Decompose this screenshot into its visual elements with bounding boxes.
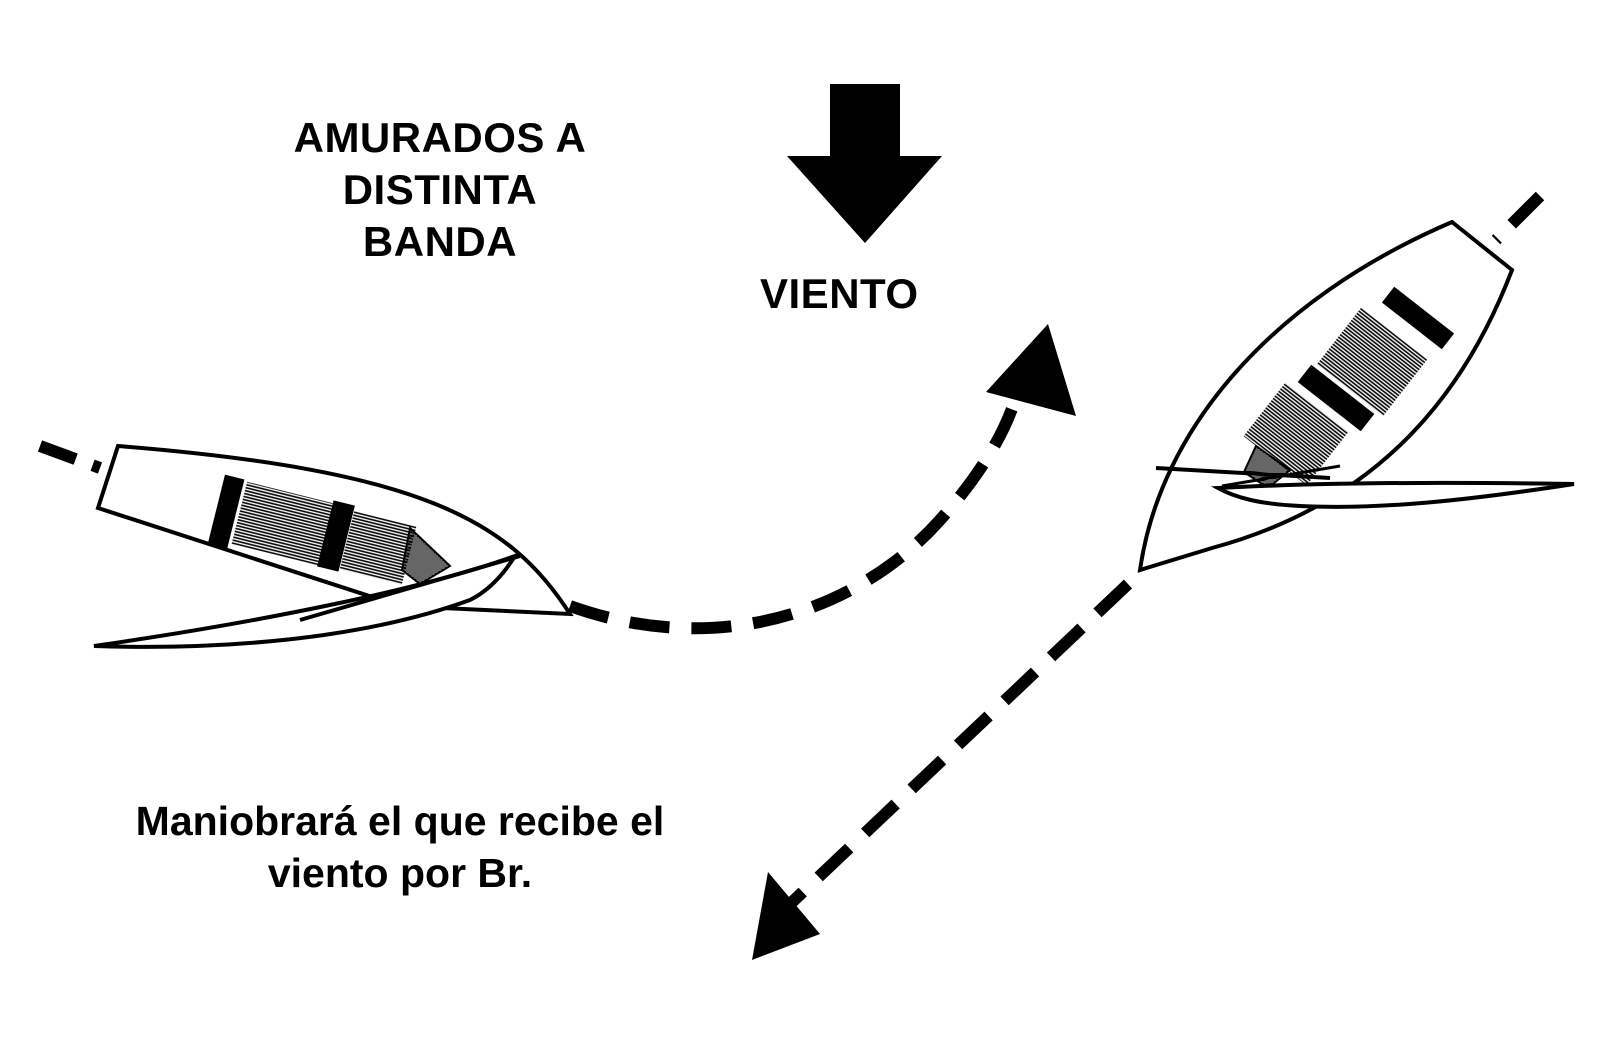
rule-line-2: viento por Br. [267,850,533,896]
right-boat [1137,219,1575,573]
left-boat-wake [37,440,103,474]
left-boat-seat-2 [339,511,417,585]
left-boat [93,443,574,649]
left-boat-course-arrowhead [986,324,1076,416]
right-boat-course-line [783,579,1133,911]
right-boat-thwart-1 [1381,286,1455,350]
wind-arrow [787,84,942,243]
wind-label: VIENTO [760,270,919,317]
right-boat-course-arrowhead [752,872,820,960]
left-boat-thwart-2 [317,500,355,572]
left-boat-curved-path [567,388,1024,635]
left-boat-thwart-1 [207,474,245,550]
wind-arrow-shape [787,84,942,243]
right-boat-seat-2 [1243,382,1349,486]
left-boat-seat-1 [231,481,337,567]
heading-line-2: DISTINTA [342,166,538,213]
heading-line-3: BANDA [362,218,518,265]
right-boat-wake [1491,191,1545,245]
left-boat-sail [93,552,520,649]
right-boat-thwart-2 [1297,364,1375,432]
rule-line-1: Maniobrará el que recibe el [135,798,665,844]
heading-line-1: AMURADOS A [293,114,587,161]
right-boat-mast-line [1221,464,1341,488]
right-boat-seat-1 [1316,307,1428,417]
right-of-way-rule: Maniobrará el que recibe el viento por B… [60,795,740,899]
right-boat-sail [1210,480,1575,509]
right-boat-boom [1155,466,1331,480]
right-boat-course [752,191,1545,960]
left-boat-boom [299,554,521,622]
diagram-heading: AMURADOS A DISTINTA BANDA [230,112,650,268]
left-boat-course [37,324,1076,635]
